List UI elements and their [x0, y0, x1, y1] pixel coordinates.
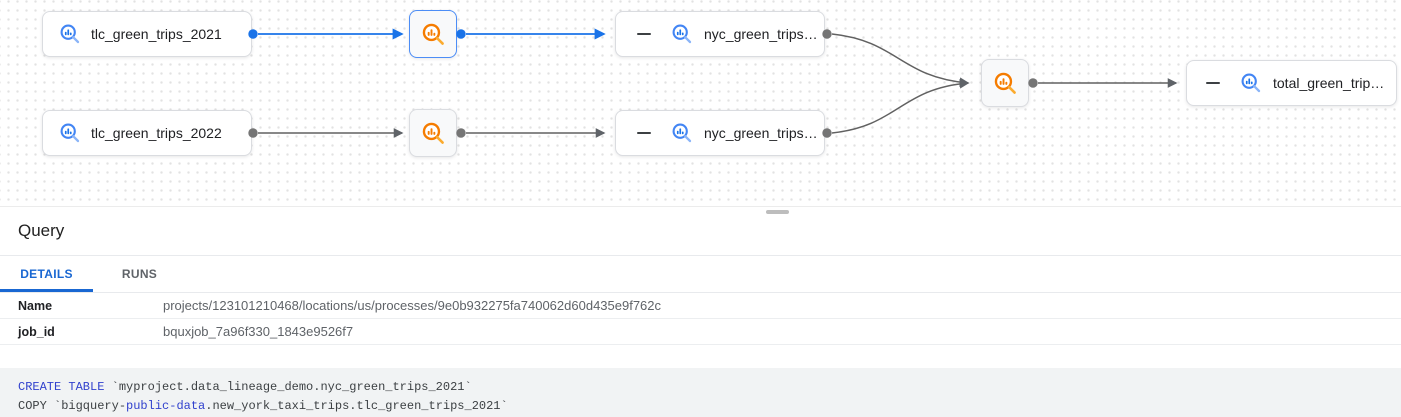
node-nyc-green-trips-2022[interactable]: nyc_green_trips… [615, 110, 825, 156]
sql-code: CREATE TABLE `myproject.data_lineage_dem… [0, 368, 1401, 417]
node-tlc-green-trips-2022[interactable]: tlc_green_trips_2022 [42, 110, 252, 156]
bigquery-table-icon [672, 24, 692, 44]
collapse-minus-icon[interactable] [1206, 82, 1220, 84]
node-label: tlc_green_trips_2021 [91, 26, 222, 42]
table-row-name: Name projects/123101210468/locations/us/… [0, 293, 1401, 319]
node-label: nyc_green_trips… [704, 125, 818, 141]
process-node-2022[interactable] [409, 109, 457, 157]
process-node-total[interactable] [981, 59, 1029, 107]
table-row-job-id: job_id bquxjob_7a96f330_1843e9526f7 [0, 319, 1401, 345]
tab-details[interactable]: DETAILS [0, 256, 93, 292]
bigquery-table-icon [60, 24, 80, 44]
node-label: tlc_green_trips_2022 [91, 125, 222, 141]
field-value: projects/123101210468/locations/us/proce… [163, 298, 662, 313]
panel-title-row: Query [0, 207, 1401, 256]
panel-tabs: DETAILS RUNS [0, 256, 1401, 293]
field-value: bquxjob_7a96f330_1843e9526f7 [163, 324, 354, 339]
collapse-minus-icon[interactable] [637, 132, 651, 134]
field-label: job_id [18, 324, 55, 339]
node-total-green-trips[interactable]: total_green_trip… [1186, 60, 1397, 106]
field-label: Name [18, 298, 53, 313]
tab-runs[interactable]: RUNS [121, 267, 158, 281]
panel-title: Query [18, 221, 65, 240]
collapse-minus-icon[interactable] [637, 33, 651, 35]
node-label: total_green_trip… [1273, 75, 1385, 91]
panel-drag-handle[interactable] [766, 210, 789, 214]
node-label: nyc_green_trips… [704, 26, 818, 42]
bigquery-process-icon [422, 23, 444, 45]
bigquery-table-icon [672, 123, 692, 143]
bigquery-table-icon [60, 123, 80, 143]
lineage-canvas[interactable]: tlc_green_trips_2021 nyc_green_trips… [0, 0, 1401, 207]
bigquery-table-icon [1241, 73, 1261, 93]
details-panel: Query DETAILS RUNS Name projects/1231012… [0, 207, 1401, 417]
node-tlc-green-trips-2021[interactable]: tlc_green_trips_2021 [42, 11, 252, 57]
bigquery-process-icon [422, 122, 444, 144]
process-node-2021-selected[interactable] [409, 10, 457, 58]
node-nyc-green-trips-2021[interactable]: nyc_green_trips… [615, 11, 825, 57]
bigquery-process-icon [994, 72, 1016, 94]
